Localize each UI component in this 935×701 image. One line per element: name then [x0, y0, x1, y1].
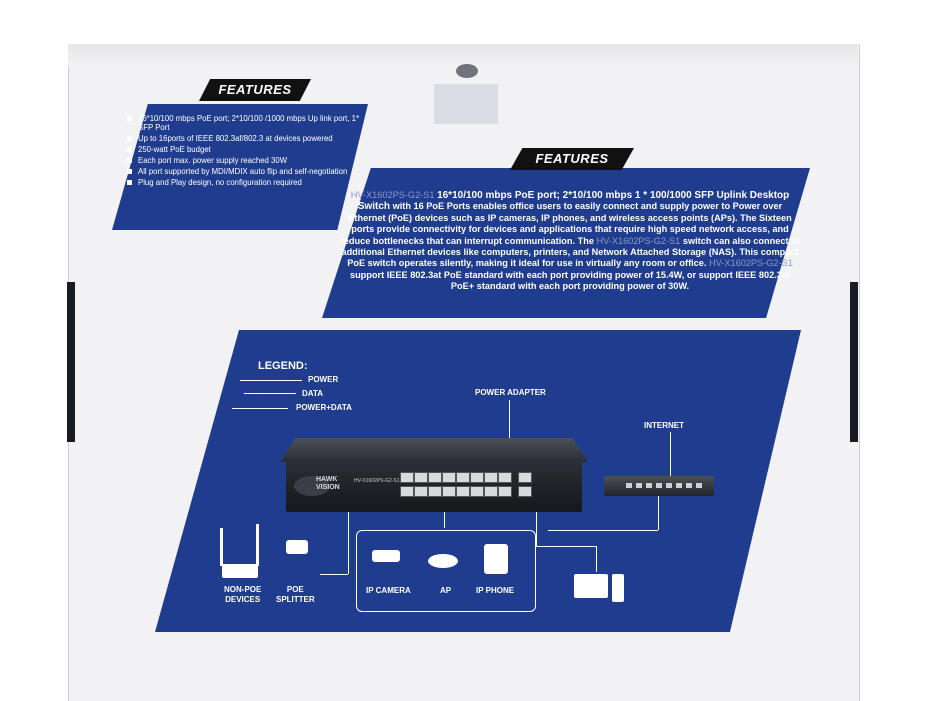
features-list: 16*10/100 mbps PoE port; 2*10/100 /1000 … [124, 114, 364, 189]
computer-monitor-icon [574, 574, 608, 598]
router-antenna-right [256, 524, 259, 566]
legend-power-data-label: POWER+DATA [296, 403, 352, 412]
ip-camera-label: IP CAMERA [366, 586, 411, 595]
switch-port [484, 472, 498, 483]
switch-port [414, 472, 428, 483]
router-link-v [658, 496, 659, 530]
feature-item: Up to 16ports of IEEE 802.3af/802.3 at d… [124, 134, 364, 143]
legend-title: LEGEND: [258, 360, 308, 372]
access-point-icon [428, 554, 458, 568]
ip-phone-icon [484, 544, 508, 574]
right-handle-slot [850, 282, 858, 442]
switch-port [498, 472, 512, 483]
router-port [676, 483, 682, 488]
features-tab-short: FEATURES [199, 79, 311, 101]
switch-port [456, 486, 470, 497]
features-tab-description: FEATURES [510, 148, 634, 170]
features-panel-short [112, 104, 368, 230]
router-port [636, 483, 642, 488]
poe-splitter-line-2: SPLITTER [276, 595, 315, 604]
switch-port [428, 486, 442, 497]
switch-port [442, 486, 456, 497]
switch-port [498, 486, 512, 497]
feature-item: Each port max. power supply reached 30W [124, 156, 364, 165]
switch-model-label: HV-X1602PS-G2-S1 [354, 478, 400, 484]
router-port [666, 483, 672, 488]
pc-link-v2 [596, 546, 597, 572]
router-port [646, 483, 652, 488]
router-port [686, 483, 692, 488]
internet-wire [670, 432, 671, 476]
switch-port-group [400, 472, 532, 506]
legend-power-label: POWER [308, 375, 339, 384]
wifi-router-icon [222, 564, 258, 578]
switch-port [456, 472, 470, 483]
switch-port [518, 486, 532, 497]
box-hole [456, 64, 478, 78]
switch-port [470, 486, 484, 497]
ap-label: AP [440, 586, 452, 595]
poe-splitter-line-1: POE [286, 585, 304, 594]
pc-link-h [536, 546, 596, 547]
tape-patch [434, 84, 498, 124]
switch-chassis-top [280, 438, 588, 462]
internet-router [604, 476, 714, 496]
product-description: HV-X1602PS-G2-S1 16*10/100 mbps PoE port… [338, 190, 802, 293]
description-title: 16*10/100 mbps PoE port; 2*10/100 mbps 1… [357, 190, 790, 213]
switch-port [470, 472, 484, 483]
brand-line-1: HAWK [316, 476, 338, 483]
feature-item: All port supported by MDI/MDIX auto flip… [124, 167, 364, 176]
router-antenna-left [220, 528, 223, 566]
switch-port [414, 486, 428, 497]
power-adapter-label: POWER ADAPTER [475, 388, 546, 397]
poe-devices-link [444, 512, 445, 528]
feature-item: Plug and Play design, no configuration r… [124, 178, 364, 187]
pc-link-v [536, 512, 537, 546]
poe-splitter-icon [286, 540, 308, 554]
legend-power-line [240, 380, 302, 381]
legend-data-label: DATA [302, 389, 324, 398]
switch-port [442, 472, 456, 483]
description-body-2: switch can also connect to additional Et… [341, 235, 800, 269]
poe-splitter-label: POE SPLITTER [276, 585, 315, 605]
splitter-link-v [348, 510, 349, 574]
router-port [626, 483, 632, 488]
router-port [696, 483, 702, 488]
model-number-inline-2: HV-X1602PS-G2-S1 [709, 258, 793, 269]
model-number-inline: HV-X1602PS-G2-S1 [596, 235, 681, 246]
brand-line-2: VISION [316, 484, 340, 491]
feature-item: 16*10/100 mbps PoE port; 2*10/100 /1000 … [124, 114, 364, 132]
left-handle-slot [67, 282, 75, 442]
brand-name: HAWK VISION [316, 476, 340, 492]
switch-port [484, 486, 498, 497]
splitter-link-h [320, 574, 348, 575]
non-poe-devices-label: NON-POE DEVICES [224, 585, 261, 605]
poe-devices-box [356, 530, 536, 612]
router-port [656, 483, 662, 488]
features-panel-description [322, 168, 810, 318]
ip-camera-icon [372, 550, 400, 562]
power-adapter-wire [509, 400, 510, 440]
non-poe-label-line-2: DEVICES [225, 595, 261, 604]
switch-port [428, 472, 442, 483]
internet-label: INTERNET [644, 421, 684, 430]
switch-port [518, 472, 532, 483]
feature-item: 250-watt PoE budget [124, 145, 364, 154]
legend-power-data-line [232, 408, 288, 409]
switch-port [400, 472, 414, 483]
description-body-3: support IEEE 802.3at PoE standard with e… [349, 269, 791, 292]
router-link-h [548, 530, 658, 531]
box-top-flap [68, 44, 858, 66]
non-poe-label-line-1: NON-POE [224, 585, 262, 594]
legend-data-line [244, 393, 296, 394]
switch-port [400, 486, 414, 497]
ip-phone-label: IP PHONE [476, 586, 515, 595]
model-number: HV-X1602PS-G2-S1 [350, 190, 435, 200]
computer-tower-icon [612, 574, 624, 602]
hawk-vision-logo-icon [294, 476, 330, 496]
description-body: with 16 PoE Ports enables office users t… [340, 201, 792, 246]
poe-switch: HAWK VISION HV-X1602PS-G2-S1 [286, 460, 582, 512]
